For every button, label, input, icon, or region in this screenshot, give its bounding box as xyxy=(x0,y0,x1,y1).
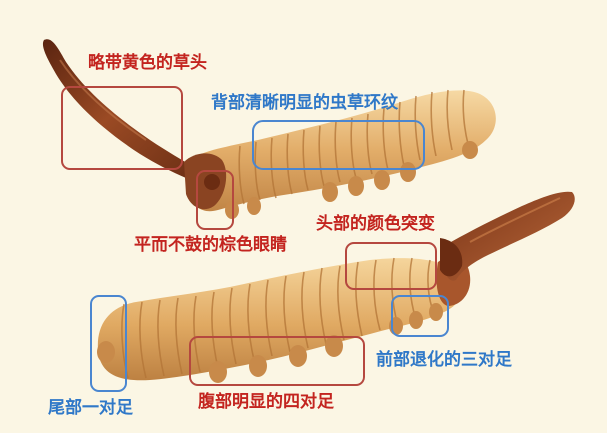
box-tail-legs xyxy=(90,295,127,392)
label-ring-pattern: 背部清晰明显的虫草环纹 xyxy=(211,93,398,113)
label-stroma-tip: 略带黄色的草头 xyxy=(88,53,207,73)
label-front-legs: 前部退化的三对足 xyxy=(376,350,512,370)
label-brown-eyes: 平而不鼓的棕色眼睛 xyxy=(134,235,287,255)
label-tail-legs: 尾部一对足 xyxy=(48,398,133,418)
box-stroma-tip xyxy=(61,86,183,170)
upper-larva-body xyxy=(184,89,496,219)
box-ring-pattern xyxy=(252,120,425,170)
upper-stroma xyxy=(42,39,193,179)
box-brown-eyes xyxy=(196,170,234,230)
label-belly-legs: 腹部明显的四对足 xyxy=(198,392,334,412)
box-front-legs xyxy=(391,295,449,337)
lower-stroma xyxy=(440,191,575,281)
label-head-color: 头部的颜色突变 xyxy=(316,214,435,234)
box-head-color xyxy=(345,242,437,290)
annotation-boxes xyxy=(61,86,449,392)
box-belly-legs xyxy=(189,336,365,386)
